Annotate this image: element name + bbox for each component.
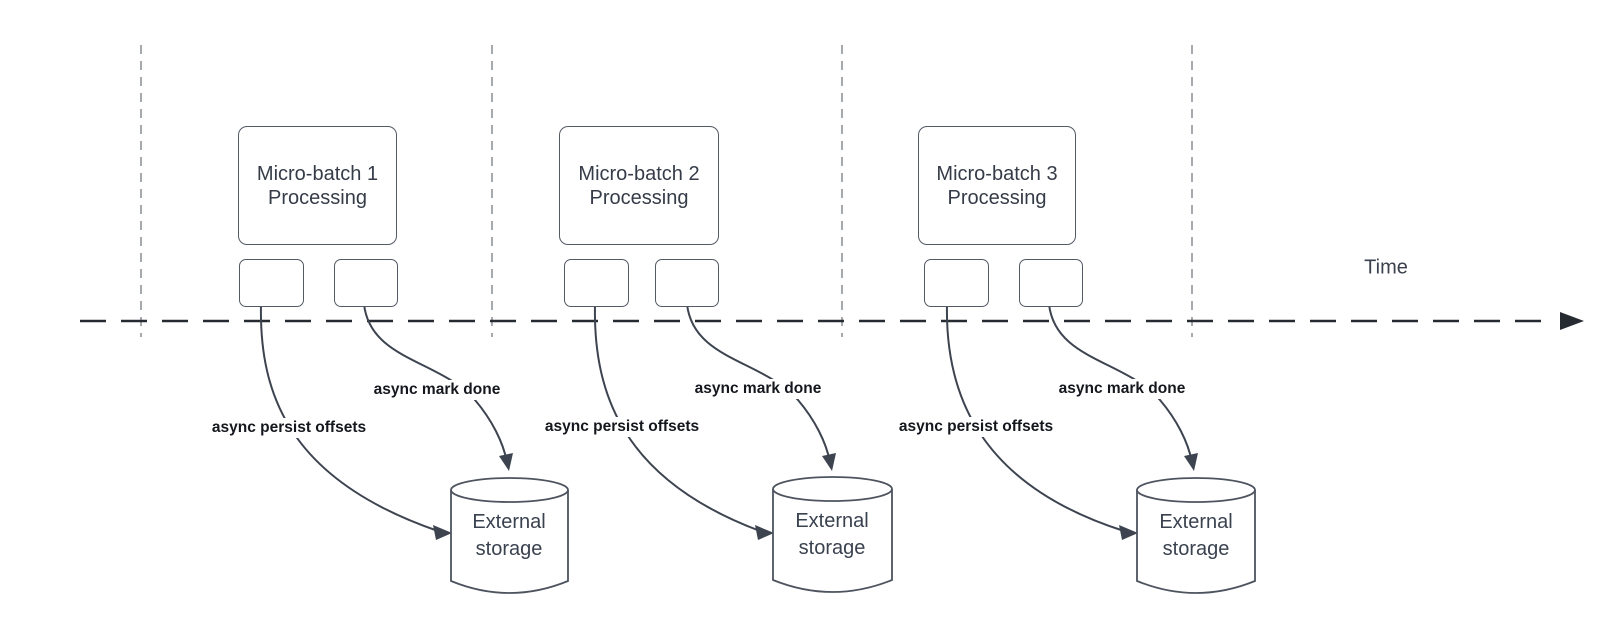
external-storage-1-line2: storage: [475, 538, 543, 560]
mark-done-label-3: async mark done: [1055, 379, 1189, 399]
micro-batch-1-box-label: Micro-batch 1 Processing: [257, 162, 378, 210]
micro-batch-1-subtitle: Processing: [268, 186, 367, 209]
persist-offsets-label-2: async persist offsets: [541, 417, 703, 437]
micro-batch-3-title: Micro-batch 3: [936, 162, 1058, 185]
micro-batch-2-done-task-box: [655, 259, 719, 307]
external-storage-cylinder-2: [772, 489, 893, 593]
external-storage-1-line1: External: [472, 511, 546, 533]
external-storage-2-line1: External: [795, 510, 869, 532]
micro-batch-2-box-label: Micro-batch 2 Processing: [578, 162, 699, 210]
micro-batch-1-done-task-box: [334, 259, 398, 307]
timeline-gridlines: [140, 45, 1193, 337]
micro-batch-2-persist-task-box: [564, 259, 629, 307]
micro-batch-2-title: Micro-batch 2: [578, 162, 700, 185]
micro-batch-1-box: Micro-batch 1 Processing: [238, 126, 397, 245]
external-storage-label-1: External storage: [451, 509, 567, 563]
time-label: Time: [1364, 256, 1408, 279]
external-storage-cylinder-3-top: [1136, 477, 1256, 503]
persist-offsets-arrowhead-3: [1119, 525, 1138, 540]
micro-batch-2-subtitle: Processing: [589, 186, 689, 209]
external-storage-label-3: External storage: [1138, 509, 1254, 563]
mark-done-arrowhead-3: [1184, 453, 1198, 471]
async-connector-arrowheads: [433, 453, 1198, 540]
micro-batch-1-title: Micro-batch 1: [256, 162, 379, 185]
micro-batch-3-done-task-box: [1019, 259, 1083, 307]
micro-batch-3-subtitle: Processing: [947, 186, 1047, 209]
mark-done-label-1: async mark done: [370, 380, 504, 400]
micro-batch-2-box: Micro-batch 2 Processing: [559, 126, 719, 245]
persist-offsets-arrowhead-2: [755, 525, 774, 540]
micro-batch-3-persist-task-box: [924, 259, 989, 307]
external-storage-label-2: External storage: [774, 508, 890, 562]
micro-batch-3-box-label: Micro-batch 3 Processing: [936, 162, 1057, 210]
external-storage-3-line2: storage: [1162, 538, 1230, 560]
time-axis-arrowhead-icon: [1560, 312, 1584, 330]
external-storage-cylinder-1-top: [450, 477, 569, 503]
mark-done-arrowhead-2: [822, 453, 836, 471]
micro-batch-3-box: Micro-batch 3 Processing: [918, 126, 1076, 245]
external-storage-2-line2: storage: [798, 537, 866, 559]
external-storage-cylinder-1: [450, 490, 569, 594]
persist-offsets-label-1: async persist offsets: [208, 418, 370, 438]
external-storage-cylinders: [450, 476, 1256, 594]
external-storage-3-line1: External: [1159, 511, 1233, 533]
external-storage-cylinder-2-top: [772, 476, 893, 502]
mark-done-arrowhead-1: [499, 453, 513, 471]
external-storage-cylinder-3: [1136, 490, 1256, 594]
mark-done-label-2: async mark done: [691, 379, 825, 399]
persist-offsets-label-3: async persist offsets: [895, 417, 1057, 437]
persist-offsets-arrowhead-1: [433, 525, 452, 540]
micro-batch-1-persist-task-box: [239, 259, 304, 307]
